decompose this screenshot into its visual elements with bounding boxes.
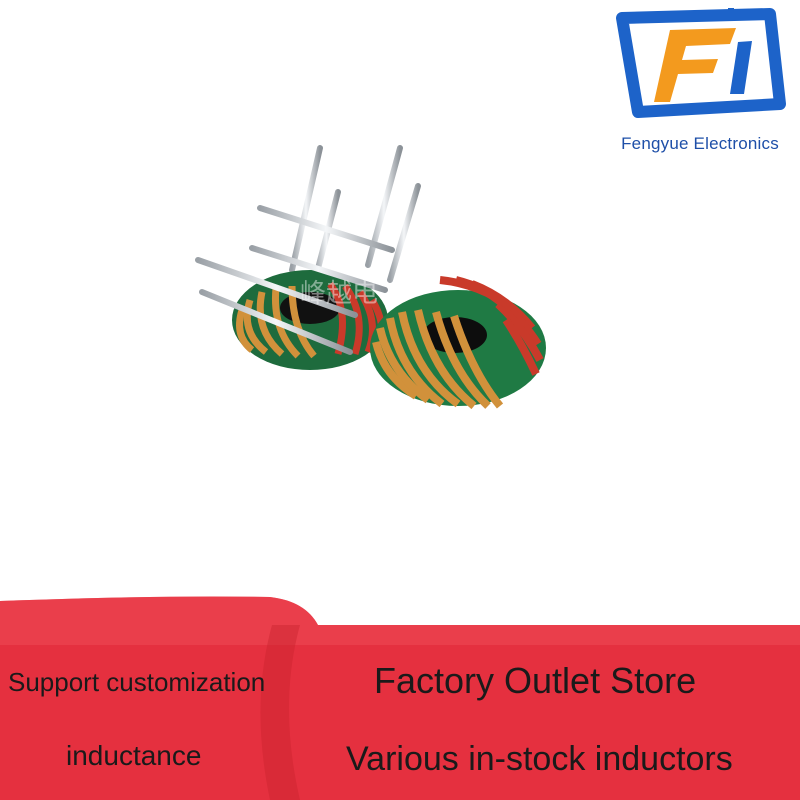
promo-banner	[0, 595, 800, 800]
factory-outlet-heading: Factory Outlet Store	[374, 660, 697, 701]
watermark-text: 峰越电	[300, 279, 378, 309]
in-stock-text: Various in-stock inductors	[346, 740, 733, 778]
brand-logo: Fengyue Electronics	[610, 8, 790, 158]
customization-text: Support customization	[8, 667, 266, 697]
banner-shape	[0, 596, 800, 800]
toroidal-inductor-pair-icon: 峰越电	[195, 145, 546, 410]
brand-name: Fengyue Electronics	[621, 134, 779, 153]
product-photo: 峰越电	[180, 130, 560, 450]
fy-square-logo-icon	[616, 8, 786, 118]
inductance-text: inductance	[66, 740, 202, 771]
